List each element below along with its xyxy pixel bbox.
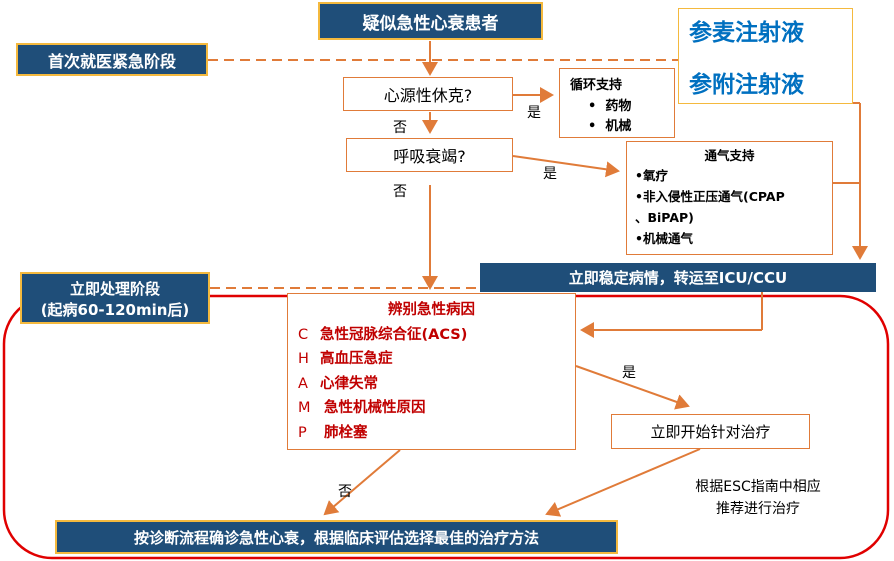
- stage2-label: 立即处理阶段 (起病60-120min后): [20, 272, 210, 324]
- diagnosis-bar: 按诊断流程确诊急性心衰，根据临床评估选择最佳的治疗方法: [55, 520, 618, 554]
- yes-label-identify: 是: [622, 365, 636, 381]
- yes-label-shock: 是: [527, 105, 541, 121]
- ventilation-item-mechanical: •机械通气: [635, 231, 693, 246]
- cause-c-text: 急性冠脉综合征(ACS): [320, 326, 468, 343]
- ventilation-support-box: 通气支持 •氧疗 •非入侵性正压通气(CPAP 、BiPAP) •机械通气: [626, 141, 833, 255]
- circulation-item-mechanical: • 机械: [588, 119, 632, 134]
- ventilation-title: 通气支持: [704, 148, 755, 163]
- stabilize-text: 立即稳定病情，转运至ICU/CCU: [568, 269, 788, 287]
- title-box: 疑似急性心衰患者: [318, 2, 543, 40]
- circulation-title: 循环支持: [570, 78, 623, 93]
- circulation-item-drug-text: 药物: [605, 99, 632, 114]
- diagnosis-text: 按诊断流程确诊急性心衰，根据临床评估选择最佳的治疗方法: [133, 528, 539, 547]
- cause-a: A 心律失常: [298, 372, 565, 397]
- circulation-item-drug: • 药物: [588, 99, 632, 114]
- cause-h: H 高血压急症: [298, 347, 565, 372]
- cause-a-text: 心律失常: [320, 375, 378, 392]
- stage1-label: 首次就医紧急阶段: [16, 43, 208, 76]
- no-label-identify: 否: [338, 484, 352, 500]
- shock-question-box: 心源性休克?: [343, 77, 513, 111]
- resp-question-box: 呼吸衰竭?: [346, 138, 513, 172]
- start-treatment-box: 立即开始针对治疗: [611, 414, 810, 449]
- cause-m: M 急性机械性原因: [298, 396, 565, 421]
- identify-cause-box: 辨别急性病因 C 急性冠脉综合征(ACS) H 高血压急症 A 心律失常 M 急性机械性…: [287, 293, 576, 450]
- ventilation-item-bipap: 、BiPAP): [635, 210, 694, 225]
- cause-m-text: 急性机械性原因: [324, 400, 426, 416]
- stage2-text: 立即处理阶段: [69, 280, 160, 298]
- cause-a-letter: A: [298, 375, 308, 392]
- esc-guideline-note: 根据ESC指南中相应 推荐进行治疗: [668, 476, 848, 520]
- no-label-resp: 否: [393, 184, 407, 200]
- cause-m-letter: M: [298, 400, 311, 416]
- identify-title: 辨别急性病因: [388, 302, 475, 318]
- shenmai-injection: 参麦注射液: [689, 20, 804, 46]
- cause-h-text: 高血压急症: [320, 351, 393, 367]
- no-label-shock: 否: [393, 120, 407, 136]
- circulation-support-box: 循环支持 • 药物 • 机械: [559, 68, 675, 138]
- stabilize-bar: 立即稳定病情，转运至ICU/CCU: [480, 263, 876, 292]
- cause-c-letter: C: [298, 326, 309, 343]
- shock-question-text: 心源性休克?: [383, 86, 473, 105]
- shenfu-injection: 参附注射液: [689, 72, 804, 98]
- injection-box: 参麦注射液 参附注射液: [678, 8, 853, 104]
- ventilation-item-niv: •非入侵性正压通气(CPAP: [635, 189, 785, 204]
- ventilation-item-oxygen: •氧疗: [635, 168, 668, 183]
- cause-p-letter: P: [298, 424, 307, 441]
- esc-line2: 推荐进行治疗: [716, 501, 800, 517]
- cause-p-text: 肺栓塞: [324, 424, 368, 441]
- cause-c: C 急性冠脉综合征(ACS): [298, 323, 565, 348]
- stage1-text: 首次就医紧急阶段: [47, 51, 176, 71]
- yes-label-resp: 是: [543, 166, 557, 182]
- circulation-item-mechanical-text: 机械: [605, 119, 632, 134]
- title-text: 疑似急性心衰患者: [362, 13, 499, 34]
- stage2-subtext: (起病60-120min后): [40, 301, 190, 319]
- cause-p: P 肺栓塞: [298, 421, 565, 446]
- resp-question-text: 呼吸衰竭?: [393, 147, 466, 166]
- cause-h-letter: H: [298, 351, 309, 367]
- start-treatment-text: 立即开始针对治疗: [650, 423, 771, 441]
- esc-line1: 根据ESC指南中相应: [695, 479, 821, 495]
